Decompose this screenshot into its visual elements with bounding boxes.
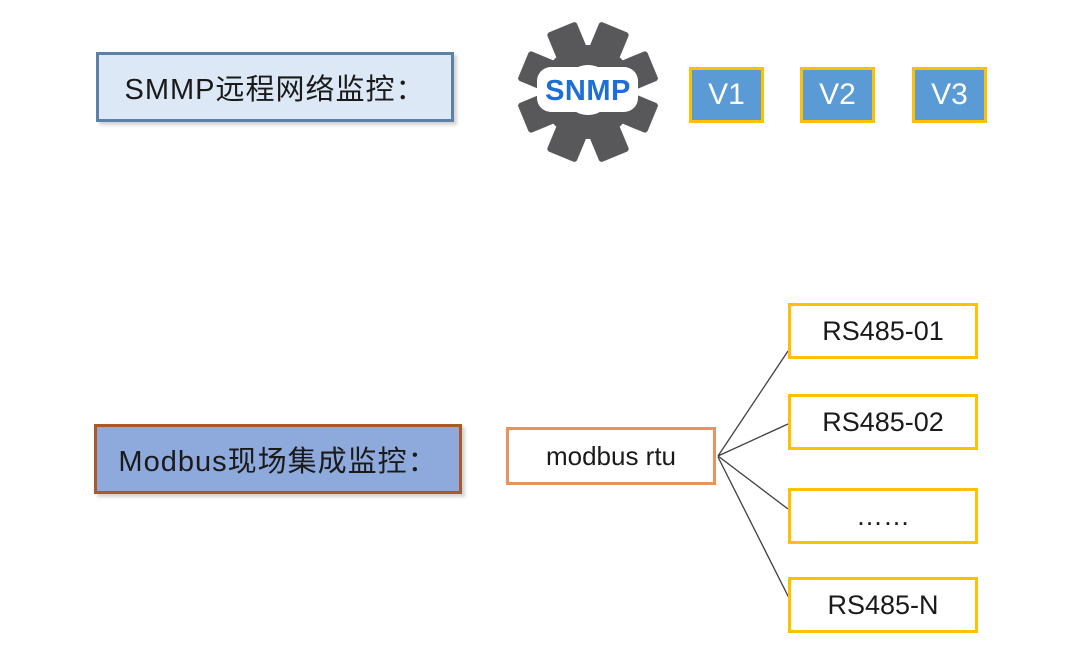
modbus-rtu-hub-box: modbus rtu bbox=[506, 427, 716, 485]
snmp-gear-text: SNMP bbox=[545, 75, 631, 107]
modbus-section-label: Modbus现场集成监控： bbox=[94, 424, 462, 494]
device-box-rs485-n: RS485-N bbox=[788, 577, 978, 633]
device-box-rs485-02: RS485-02 bbox=[788, 394, 978, 450]
device-box-ellipsis: …… bbox=[788, 488, 978, 544]
snmp-version-box-v2: V2 bbox=[800, 67, 875, 123]
snmp-gear-icon: SNMP bbox=[518, 22, 658, 162]
snmp-version-box-v3: V3 bbox=[912, 67, 987, 123]
snmp-section-label: SMMP远程网络监控： bbox=[96, 52, 454, 122]
device-box-rs485-01: RS485-01 bbox=[788, 303, 978, 359]
snmp-version-box-v1: V1 bbox=[689, 67, 764, 123]
